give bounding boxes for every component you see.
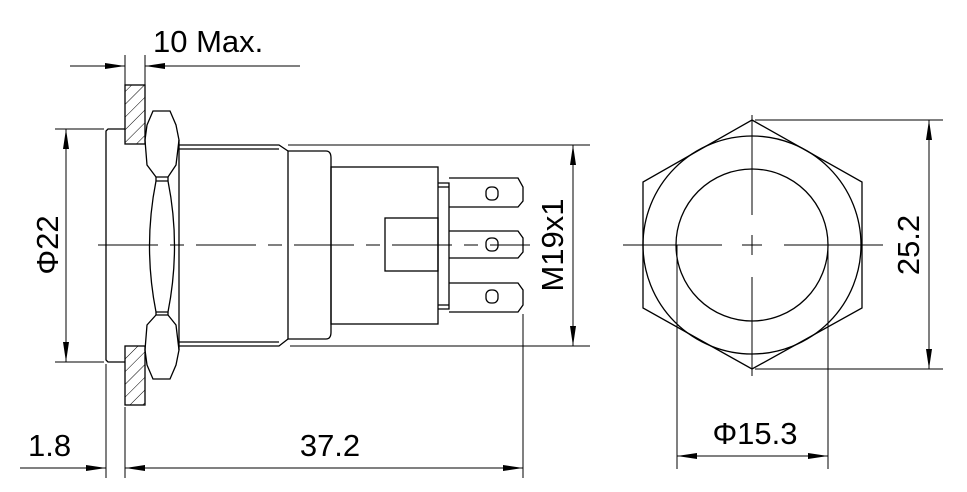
panel-top: [124, 84, 146, 145]
nut: [144, 110, 180, 380]
button-diameter-label: Φ15.3: [712, 416, 797, 451]
body-collar: [287, 150, 332, 340]
dim-panel-thickness: 10 Max.: [70, 24, 300, 85]
dim-button-diameter: Φ15.3: [676, 245, 829, 469]
terminals: [449, 177, 524, 313]
front-centerlines: [623, 115, 883, 376]
panel-thickness-label: 10 Max.: [153, 24, 263, 59]
bezel: [105, 128, 125, 363]
length-label: 37.2: [300, 428, 360, 463]
dim-bezel-diameter: Φ22: [30, 128, 104, 363]
hex-across-label: 25.2: [891, 215, 926, 275]
dim-thread: M19x1: [288, 144, 590, 347]
dim-bezel-thickness-and-length: 1.8 37.2: [20, 314, 524, 478]
side-view: 10 Max. Φ22 1.8 37.2 M19x1: [20, 24, 590, 478]
led-housing: [384, 217, 439, 272]
bezel-thickness-label: 1.8: [28, 428, 71, 463]
panel-bottom: [124, 345, 146, 406]
bezel-diameter-label: Φ22: [30, 215, 65, 274]
dim-hex-across: 25.2: [755, 119, 943, 370]
thread-label: M19x1: [535, 198, 570, 291]
terminal-base: [438, 182, 450, 310]
front-view: 25.2 Φ15.3: [623, 115, 943, 469]
body-thread: [179, 144, 289, 347]
